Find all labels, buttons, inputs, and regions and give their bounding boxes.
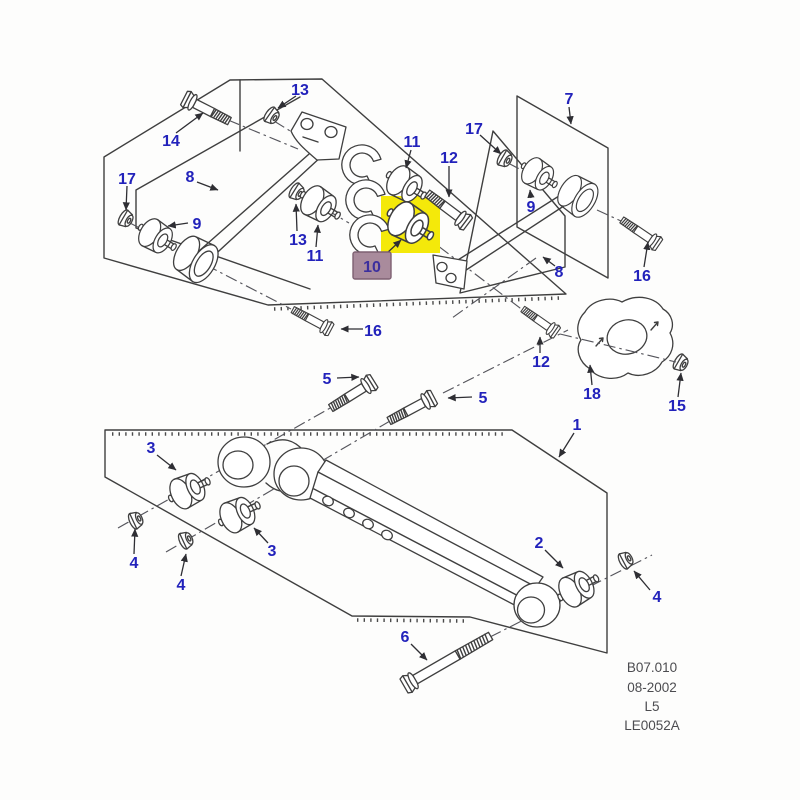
- drawing-reference-block: B07.010 08-2002 L5 LE0052A: [624, 660, 680, 733]
- callout-13b[interactable]: 13: [289, 232, 307, 249]
- callout-10-selected[interactable]: 10: [352, 251, 392, 280]
- callout-18[interactable]: 18: [583, 386, 601, 403]
- callout-16b[interactable]: 16: [364, 323, 382, 340]
- callout-13[interactable]: 13: [291, 82, 309, 99]
- nut-15: [670, 351, 692, 375]
- drawing-sheet: L5: [644, 699, 659, 714]
- bolt-16-right: [616, 212, 665, 253]
- callout-15[interactable]: 15: [668, 398, 686, 415]
- clamp-centerline: [559, 333, 677, 363]
- callout-labels: 14 13 17 8 9 13 11 11 12 17 7 9 8 16 16 …: [118, 82, 686, 646]
- nut-17-left: [115, 207, 137, 231]
- callout-10-label[interactable]: 10: [363, 259, 381, 276]
- bolt-5-left: [325, 372, 380, 417]
- bolt-6: [398, 627, 497, 695]
- callout-4[interactable]: 4: [130, 555, 139, 572]
- drawing-number: B07.010: [627, 660, 677, 675]
- callout-4b[interactable]: 4: [177, 577, 186, 594]
- callout-8[interactable]: 8: [186, 169, 195, 186]
- trailing-arm-1: [217, 436, 561, 628]
- upper-assembly: [115, 89, 692, 379]
- callout-12[interactable]: 12: [440, 150, 458, 167]
- callout-leaders: [122, 95, 684, 661]
- callout-11b[interactable]: 11: [404, 134, 421, 151]
- bush-9-right-small: [513, 151, 565, 199]
- callout-9b[interactable]: 9: [527, 199, 536, 216]
- bush-9-right-large: [551, 169, 604, 223]
- bolt-14: [179, 89, 235, 130]
- chassis-bracket: [290, 111, 347, 161]
- callout-2[interactable]: 2: [535, 535, 544, 552]
- lower-assembly: [125, 372, 637, 695]
- lower-assembly-outline: [104, 429, 608, 654]
- link-rod-8-left: [198, 146, 324, 263]
- link-rod-8-right: [449, 188, 577, 277]
- callout-6[interactable]: 6: [401, 629, 410, 646]
- callout-7[interactable]: 7: [565, 91, 574, 108]
- nut-4-left-upper: [125, 508, 147, 532]
- callout-14[interactable]: 14: [162, 133, 180, 150]
- callout-16[interactable]: 16: [633, 268, 651, 285]
- callout-5b[interactable]: 5: [479, 390, 488, 407]
- bolt-12-lower: [517, 302, 562, 340]
- nut-4-right: [615, 548, 637, 572]
- callout-9[interactable]: 9: [193, 216, 202, 233]
- callout-17b[interactable]: 17: [465, 121, 483, 138]
- callout-1[interactable]: 1: [573, 417, 582, 434]
- bush-3-upper: [161, 465, 218, 515]
- drawing-code: LE0052A: [624, 718, 680, 733]
- bolt-5-right: [384, 388, 439, 430]
- nut-4-left-lower: [175, 528, 197, 552]
- callout-8b[interactable]: 8: [555, 264, 564, 281]
- callout-3[interactable]: 3: [147, 440, 156, 457]
- drawing-date: 08-2002: [627, 680, 677, 695]
- callout-11[interactable]: 11: [307, 248, 324, 265]
- rod-end-clevis: [432, 254, 468, 290]
- callout-4c[interactable]: 4: [653, 589, 662, 606]
- clamp-plate-18: [577, 296, 674, 379]
- callout-3b[interactable]: 3: [268, 543, 277, 560]
- callout-12b[interactable]: 12: [532, 354, 550, 371]
- callout-5[interactable]: 5: [323, 371, 332, 388]
- callout-17[interactable]: 17: [118, 171, 136, 188]
- bush-3-lower: [211, 489, 268, 539]
